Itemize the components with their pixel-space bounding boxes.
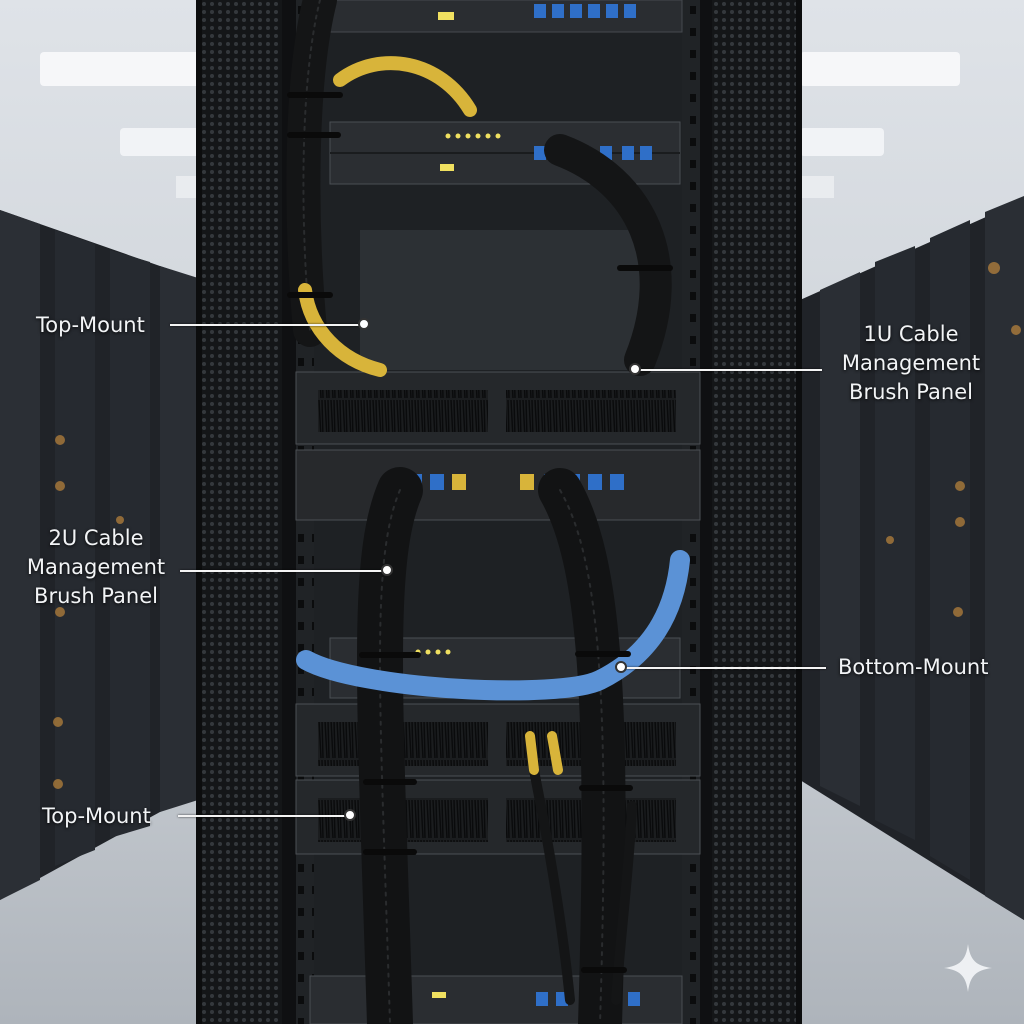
callout-line: Management — [26, 555, 166, 579]
callout-marker — [381, 564, 393, 576]
callout-marker — [615, 661, 627, 673]
callout-line: Brush Panel — [34, 584, 158, 608]
callout-marker — [358, 318, 370, 330]
sparkle-icon — [944, 944, 992, 992]
leader-line — [180, 570, 384, 572]
callout-line: 2U Cable — [48, 526, 144, 550]
callout-marker — [344, 809, 356, 821]
callout-line: Brush Panel — [849, 380, 973, 404]
leader-line — [170, 324, 364, 326]
leader-line — [640, 369, 822, 371]
callout-bottom-mount: Bottom-Mount — [838, 655, 989, 679]
callout-top-mount-upper: Top-Mount — [36, 313, 145, 337]
leader-line — [178, 815, 346, 817]
cable-bundles — [286, 0, 690, 1024]
callout-marker — [629, 363, 641, 375]
callout-line: 1U Cable — [863, 322, 959, 346]
callout-1u-cable-management-brush-panel: 1U Cable Management Brush Panel — [836, 320, 986, 407]
callout-2u-cable-management-brush-panel: 2U Cable Management Brush Panel — [16, 524, 176, 611]
callout-line: Management — [841, 351, 981, 375]
leader-line — [626, 667, 826, 669]
callout-top-mount-lower: Top-Mount — [42, 804, 151, 828]
